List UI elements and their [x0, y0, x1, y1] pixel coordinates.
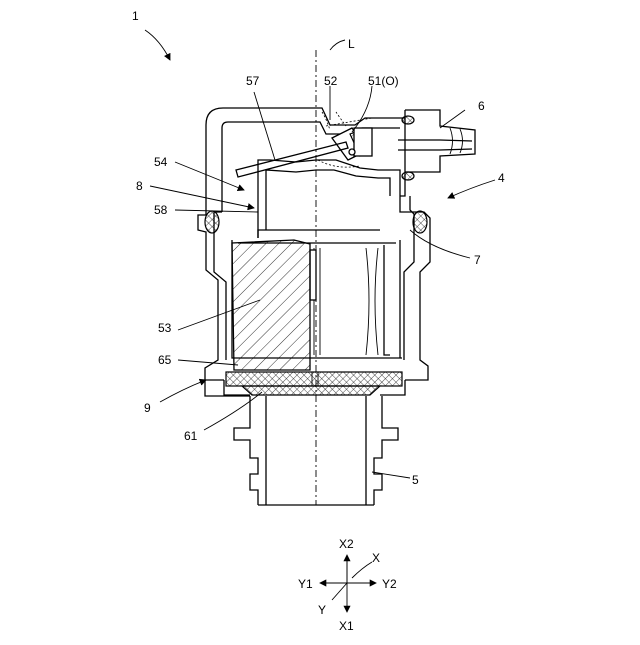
- label-5: 5: [412, 473, 419, 487]
- nozzle: [398, 110, 475, 196]
- label-L: L: [348, 37, 355, 51]
- label-57: 57: [246, 74, 260, 88]
- bottom-seal: [226, 372, 402, 395]
- label-9: 9: [144, 401, 151, 415]
- dir-y2: Y2: [382, 577, 397, 591]
- upper-oring: [402, 116, 414, 124]
- lower-oring: [402, 172, 414, 180]
- dir-x2: X2: [339, 537, 354, 551]
- reference-labels: 1 L 57 52 51(O) 6 54 8 58 4 7 53 65 9 61…: [132, 9, 505, 487]
- label-51: 51(O): [368, 74, 399, 88]
- dir-y: Y: [318, 603, 326, 617]
- label-53: 53: [158, 321, 172, 335]
- label-61: 61: [184, 429, 198, 443]
- left-gasket: [205, 211, 219, 233]
- label-54: 54: [154, 155, 168, 169]
- cap-inner: [258, 160, 400, 238]
- dir-y1: Y1: [298, 577, 313, 591]
- direction-indicator: X2 X1 X Y Y1 Y2: [298, 537, 397, 633]
- seal-plate: [226, 372, 402, 386]
- label-4: 4: [498, 171, 505, 185]
- dir-x: X: [372, 551, 380, 565]
- label-6: 6: [478, 99, 485, 113]
- label-58: 58: [154, 203, 168, 217]
- label-65: 65: [158, 353, 172, 367]
- label-1: 1: [132, 9, 139, 23]
- dir-x1: X1: [339, 619, 354, 633]
- valve-assembly: [318, 112, 372, 167]
- label-52: 52: [324, 74, 338, 88]
- label-8: 8: [136, 179, 143, 193]
- right-gasket: [413, 211, 427, 233]
- label-7: 7: [474, 253, 481, 267]
- float-body: [232, 240, 310, 370]
